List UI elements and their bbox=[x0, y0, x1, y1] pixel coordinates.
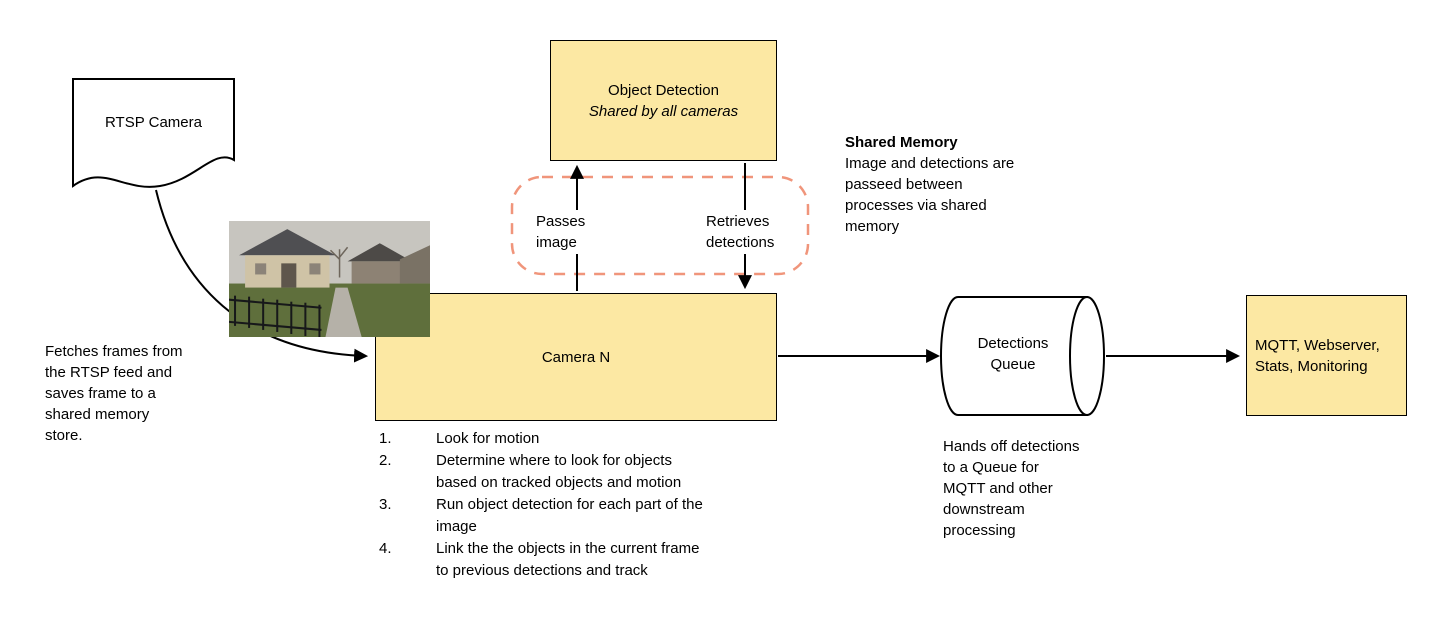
object-detection-title: Object Detection bbox=[608, 81, 719, 99]
camera-n-node: Camera N bbox=[375, 293, 777, 421]
shared-memory-note: Shared Memory Image and detections are p… bbox=[845, 132, 1060, 237]
rtsp-camera-label: RTSP Camera bbox=[105, 114, 202, 131]
object-detection-subtitle: Shared by all cameras bbox=[588, 102, 739, 120]
outputs-label: MQTT, Webserver, Stats, Monitoring bbox=[1255, 336, 1380, 375]
shared-memory-body: Image and detections are passeed between… bbox=[845, 155, 1015, 235]
fetch-frames-arrow bbox=[155, 189, 369, 363]
object-detection-node: Object Detection Shared by all cameras bbox=[550, 40, 777, 161]
fetch-note: Fetches frames from the RTSP feed and sa… bbox=[45, 343, 183, 444]
camera-snapshot-image bbox=[229, 221, 430, 337]
camera-step-text: Run object detection for each part of th… bbox=[436, 496, 703, 535]
detections-queue-cap bbox=[1069, 296, 1105, 416]
shared-memory-dashed-outline bbox=[510, 175, 810, 276]
shared-memory-title: Shared Memory bbox=[845, 134, 958, 151]
passes-image-label: Passes image bbox=[533, 210, 589, 254]
camera-snapshot-scene bbox=[229, 221, 430, 337]
camera-step-3: Run object detection for each part of th… bbox=[379, 494, 799, 538]
camera-step-text: Link the the objects in the current fram… bbox=[436, 540, 700, 579]
camera-n-label: Camera N bbox=[541, 348, 611, 366]
camera-step-text: Look for motion bbox=[436, 430, 540, 447]
camera-step-1: Look for motion bbox=[379, 428, 799, 450]
retrieves-detections-label: Retrieves detections bbox=[703, 210, 778, 254]
outputs-node: MQTT, Webserver, Stats, Monitoring bbox=[1246, 295, 1407, 416]
rtsp-camera-shape bbox=[72, 78, 235, 188]
queue-handoff-note: Hands off detections to a Queue for MQTT… bbox=[943, 438, 1080, 539]
camera-step-4: Link the the objects in the current fram… bbox=[379, 538, 799, 582]
camera-step-text: Determine where to look for objects base… bbox=[436, 452, 682, 491]
camera-step-2: Determine where to look for objects base… bbox=[379, 450, 799, 494]
camera-steps-list: Look for motion Determine where to look … bbox=[379, 428, 799, 582]
detections-queue-shape bbox=[940, 296, 1088, 416]
detections-queue-label: Detections Queue bbox=[977, 335, 1049, 373]
